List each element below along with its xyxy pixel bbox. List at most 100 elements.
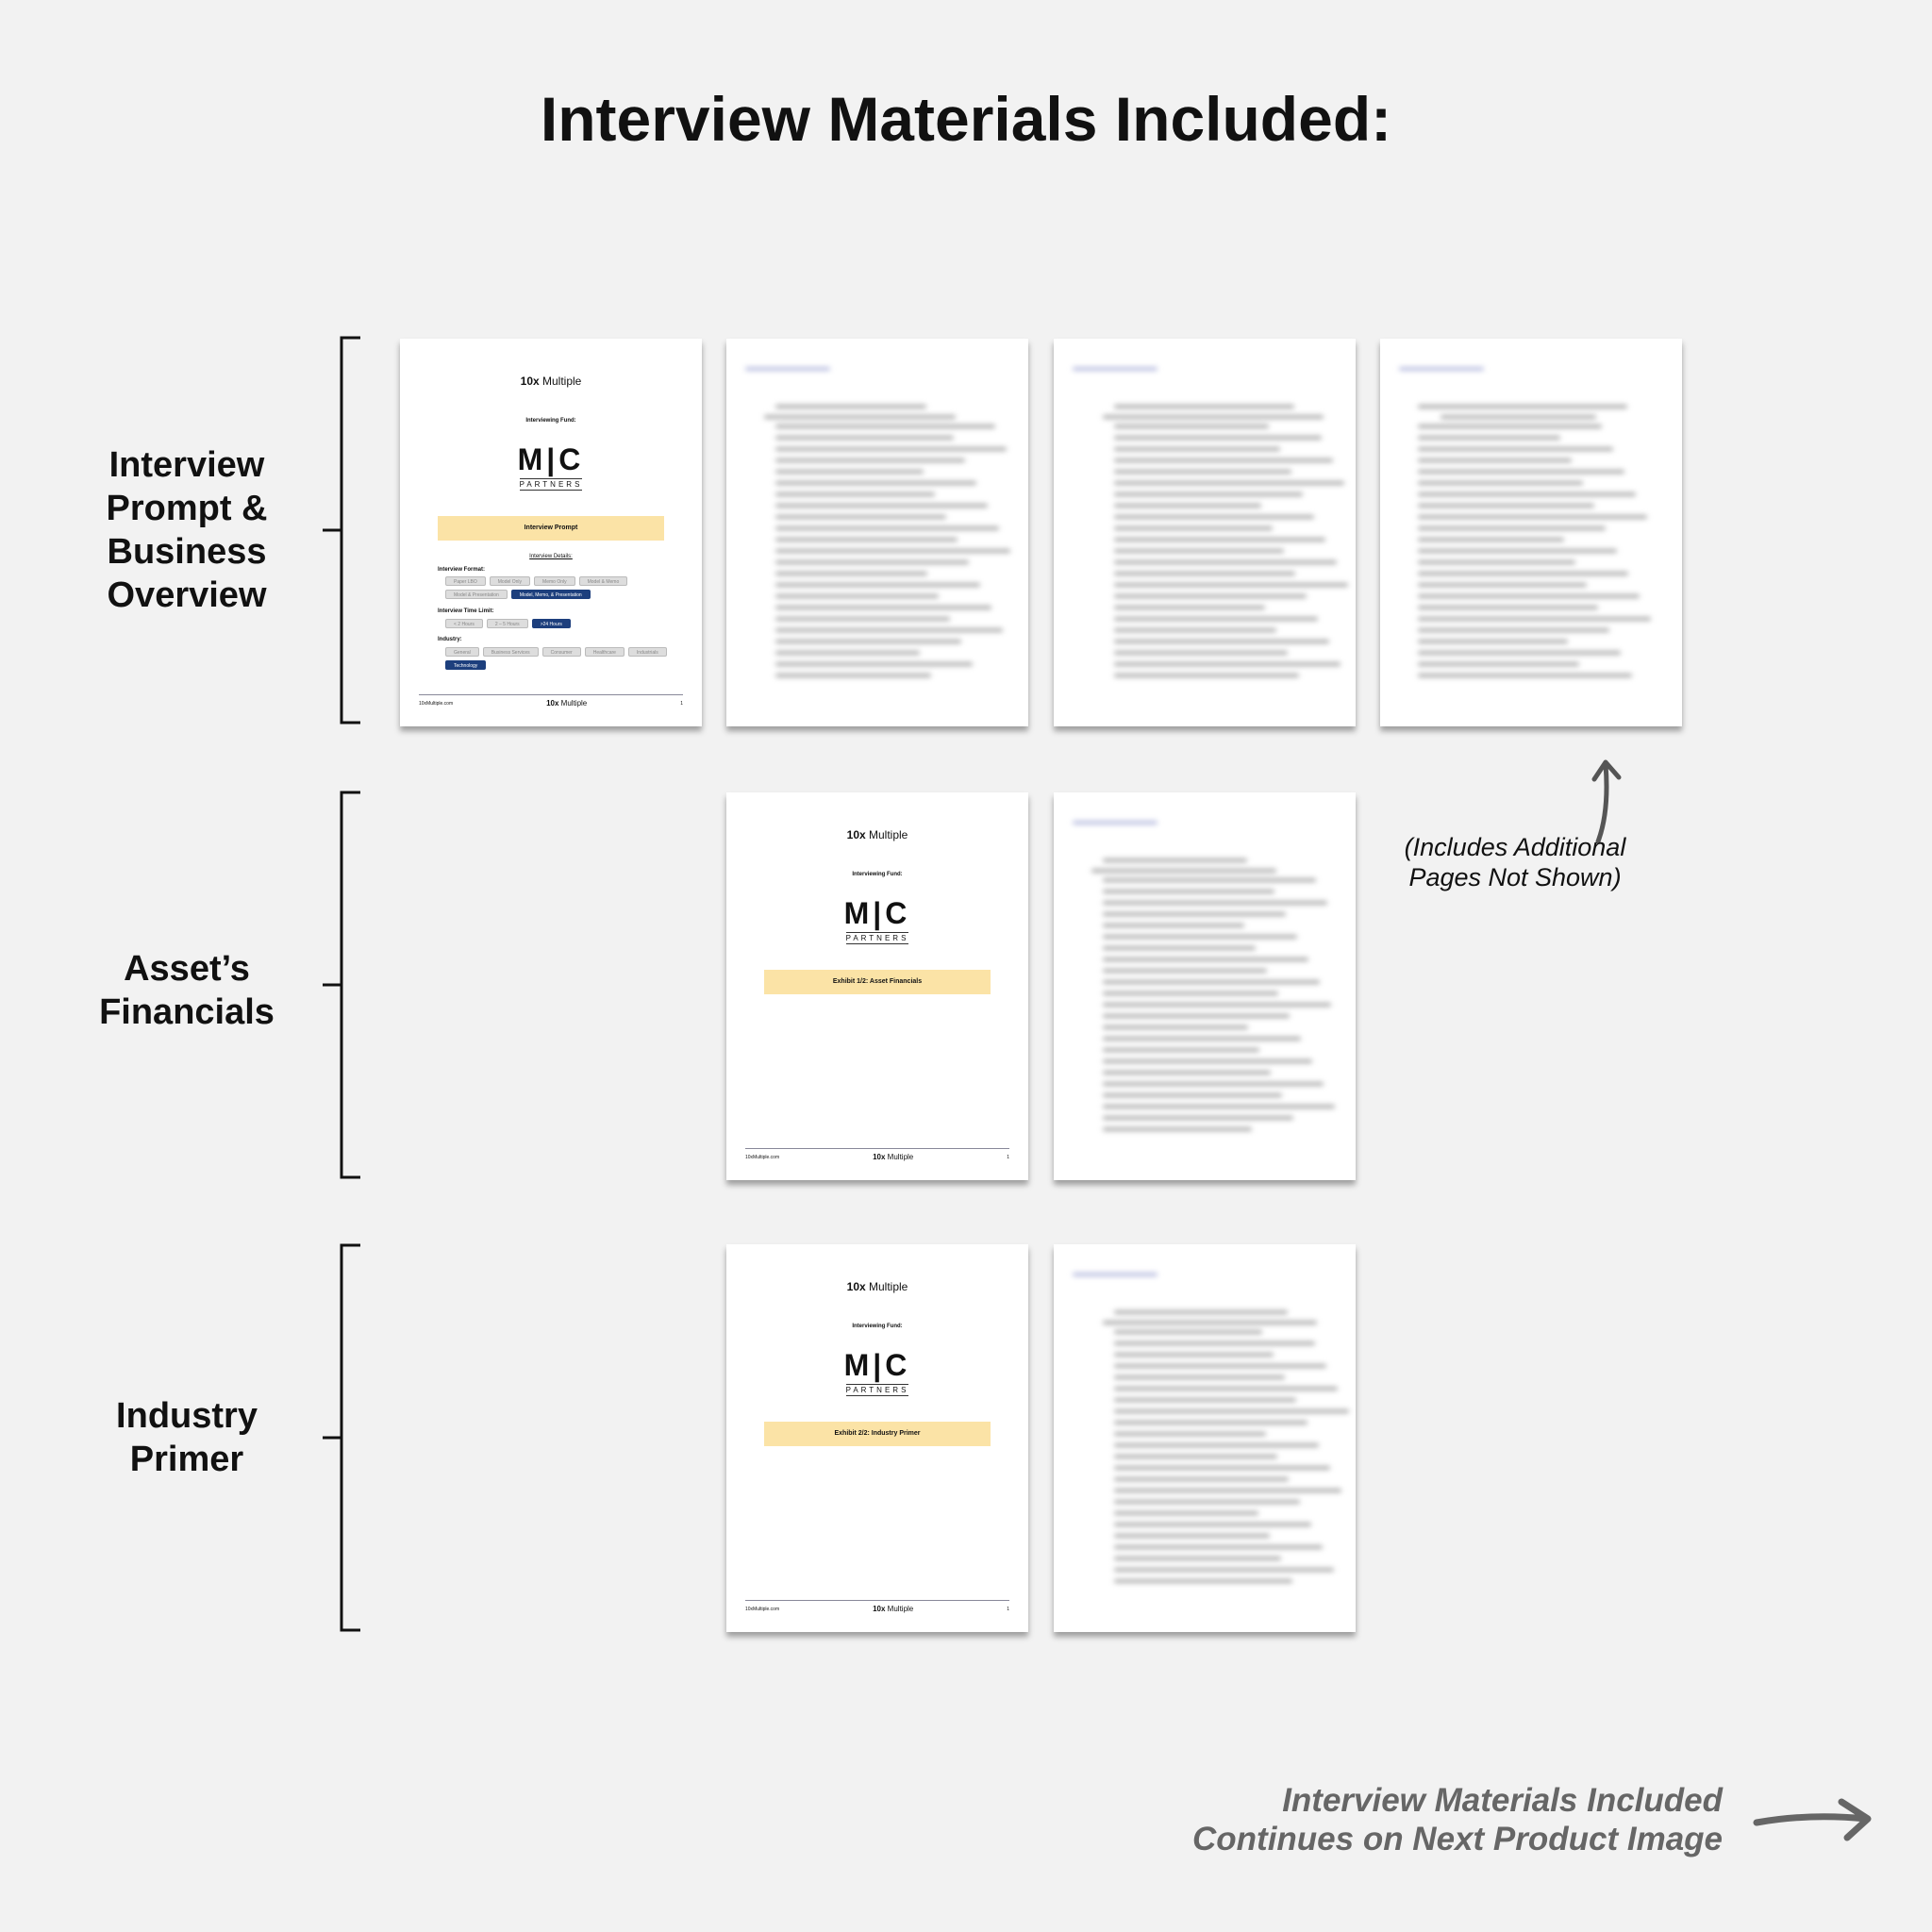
blurred-line — [1441, 415, 1596, 419]
blurred-line — [1114, 1421, 1307, 1424]
arrow-right-icon — [1753, 1798, 1872, 1841]
mc-partners-logo: M|C PARTNERS — [726, 1350, 1028, 1397]
blurred-line — [1114, 1409, 1349, 1413]
additional-pages-note: (Includes Additional Pages Not Shown) — [1404, 833, 1626, 891]
blurred-line — [1114, 1545, 1323, 1549]
blurred-line — [1114, 1364, 1326, 1368]
blurred-page — [726, 339, 1028, 726]
footer-brand-rest: Multiple — [885, 1153, 914, 1161]
chip: Industrials — [627, 647, 667, 657]
chip: Model & Presentation — [445, 590, 508, 599]
blurred-line — [1418, 606, 1598, 609]
banner: Exhibit 2/2: Industry Primer — [764, 1422, 991, 1446]
chip: 2 – 5 Hours — [486, 619, 528, 628]
footer-brand-bold: 10x — [873, 1153, 886, 1161]
industry-label: Industry: — [438, 637, 462, 642]
blurred-line — [1114, 526, 1273, 530]
blurred-line — [1114, 640, 1329, 643]
blurred-line — [775, 617, 950, 621]
blurred-line — [1114, 1341, 1315, 1345]
blurred-line — [1114, 651, 1288, 655]
blurred-line — [1418, 560, 1575, 564]
blurred-line — [1114, 606, 1265, 609]
blurred-page — [1054, 1244, 1356, 1632]
blurred-line — [1418, 526, 1606, 530]
blurred-line — [1114, 1511, 1258, 1515]
blurred-line — [1103, 878, 1316, 882]
logo-partners: PARTNERS — [845, 932, 909, 944]
blurred-line — [1103, 858, 1247, 862]
chip-selected: Model, Memo, & Presentation — [510, 590, 591, 599]
blurred-line — [1103, 415, 1324, 419]
blurred-line — [775, 470, 924, 474]
brand-bold: 10x — [520, 375, 540, 388]
blurred-line — [1114, 492, 1303, 496]
footer-brand-bold: 10x — [873, 1605, 886, 1613]
footer-site: 10xMultiple.com — [745, 1154, 780, 1160]
blurred-line — [775, 492, 935, 496]
blurred-line — [775, 526, 999, 530]
blurred-line — [1114, 1534, 1270, 1538]
blurred-line — [1418, 651, 1621, 655]
blurred-line — [775, 549, 1010, 553]
banner: Interview Prompt — [438, 516, 664, 541]
blurred-line — [1418, 640, 1568, 643]
brand-rest: Multiple — [865, 828, 908, 841]
logo-mc: M|C — [843, 1348, 911, 1382]
blurred-heading — [1399, 367, 1484, 371]
blurred-page — [1380, 339, 1682, 726]
blurred-line — [775, 594, 939, 598]
footer-page: 1 — [1007, 1606, 1009, 1612]
blurred-line — [1114, 1557, 1281, 1560]
blurred-line — [1103, 1105, 1335, 1108]
chip: Healthcare — [584, 647, 625, 657]
section-label-financials: Asset’s Financials — [99, 949, 275, 1032]
chip: Model Only — [489, 576, 531, 586]
blurred-line — [1114, 560, 1337, 564]
brand-bold: 10x — [846, 828, 866, 841]
logo-mc: M|C — [843, 896, 911, 930]
blurred-line — [1114, 1330, 1262, 1334]
blurred-line — [1114, 1455, 1277, 1458]
blurred-line — [775, 583, 980, 587]
blurred-page — [1054, 792, 1356, 1180]
blurred-line — [775, 572, 927, 575]
footer-brand-rest: Multiple — [558, 699, 588, 708]
blurred-line — [1418, 538, 1564, 541]
blurred-line — [1103, 1025, 1248, 1029]
details-heading: Interview Details: — [529, 554, 573, 559]
blurred-line — [1103, 901, 1327, 905]
blurred-line — [1418, 572, 1628, 575]
blurred-line — [775, 458, 965, 462]
blurred-line — [1114, 425, 1269, 428]
blurred-line — [1103, 1014, 1290, 1018]
blurred-line — [1418, 515, 1647, 519]
blurred-line — [1114, 1387, 1338, 1391]
chip-selected: >24 Hours — [531, 619, 571, 628]
logo-partners: PARTNERS — [845, 1384, 909, 1396]
blurred-line — [1418, 470, 1624, 474]
blurred-line — [1114, 538, 1325, 541]
blurred-line — [1103, 1071, 1271, 1074]
blurred-line — [1114, 1489, 1341, 1492]
blurred-line — [1418, 481, 1583, 485]
blurred-line — [1103, 1048, 1259, 1052]
blurred-line — [1418, 583, 1587, 587]
blurred-line — [1114, 515, 1314, 519]
blurred-line — [775, 436, 954, 440]
blurred-line — [775, 538, 958, 541]
logo-mc: M|C — [517, 442, 585, 476]
bracket-icon — [323, 336, 360, 724]
blurred-line — [1114, 1579, 1292, 1583]
blurred-line — [1103, 924, 1244, 927]
blurred-line — [1103, 991, 1278, 995]
blurred-line — [1091, 869, 1276, 873]
blurred-line — [1114, 1375, 1285, 1379]
footer-site: 10xMultiple.com — [419, 700, 454, 707]
chip-selected: Technology — [445, 660, 487, 670]
blurred-line — [1114, 1477, 1289, 1481]
